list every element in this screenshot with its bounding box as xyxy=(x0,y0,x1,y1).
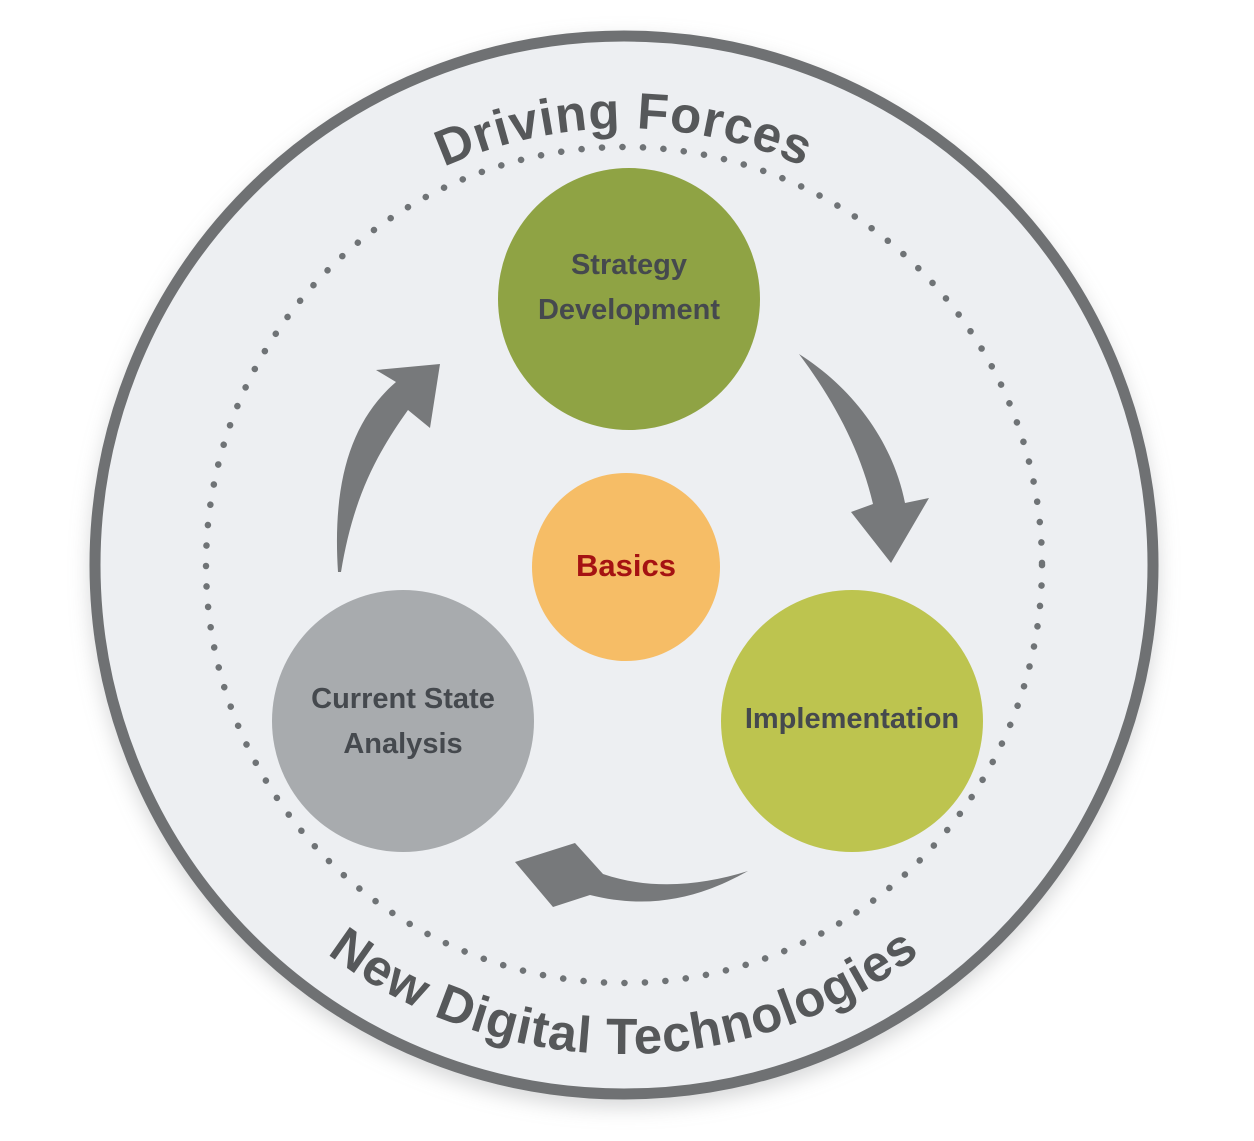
arrow-strategy-to-implementation-icon xyxy=(799,354,929,563)
node-circle-strategy-development xyxy=(498,168,760,430)
node-label-basics: Basics xyxy=(576,547,676,583)
node-circle-implementation xyxy=(721,590,983,852)
node-label-current-state-analysis: Current State Analysis xyxy=(311,683,495,760)
arrow-implementation-to-current-state-icon xyxy=(515,843,748,907)
node-label-implementation: Implementation xyxy=(744,702,960,735)
node-circle-basics xyxy=(532,473,720,661)
arrow-current-state-to-strategy-icon xyxy=(336,364,440,572)
node-circle-current-state-analysis xyxy=(272,590,534,852)
dotted-ring xyxy=(202,143,1046,987)
node-label-strategy-development: Strategy Development xyxy=(537,249,721,326)
